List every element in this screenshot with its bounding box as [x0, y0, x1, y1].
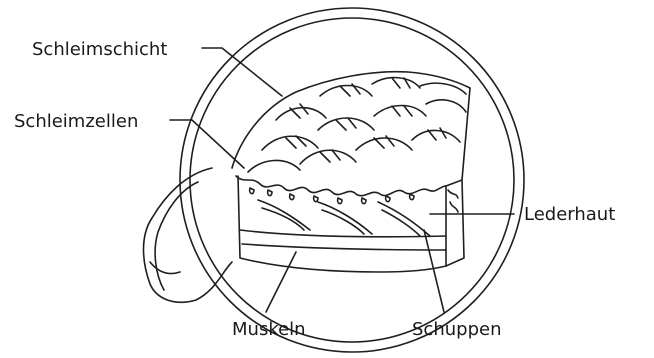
label-muscles: Muskeln	[232, 320, 306, 340]
leader-line-scales	[424, 230, 444, 312]
label-scales: Schuppen	[412, 320, 501, 340]
skin-section-block	[232, 72, 470, 272]
magnifier-handle	[144, 168, 233, 302]
label-mucus-layer: Schleimschicht	[32, 40, 167, 60]
leader-line-muscles	[266, 252, 296, 312]
magnifier-rim-outer	[180, 8, 524, 352]
label-mucus-cells: Schleimzellen	[14, 112, 138, 132]
label-dermis: Lederhaut	[524, 205, 615, 225]
leader-line-mucus-layer	[202, 48, 282, 96]
